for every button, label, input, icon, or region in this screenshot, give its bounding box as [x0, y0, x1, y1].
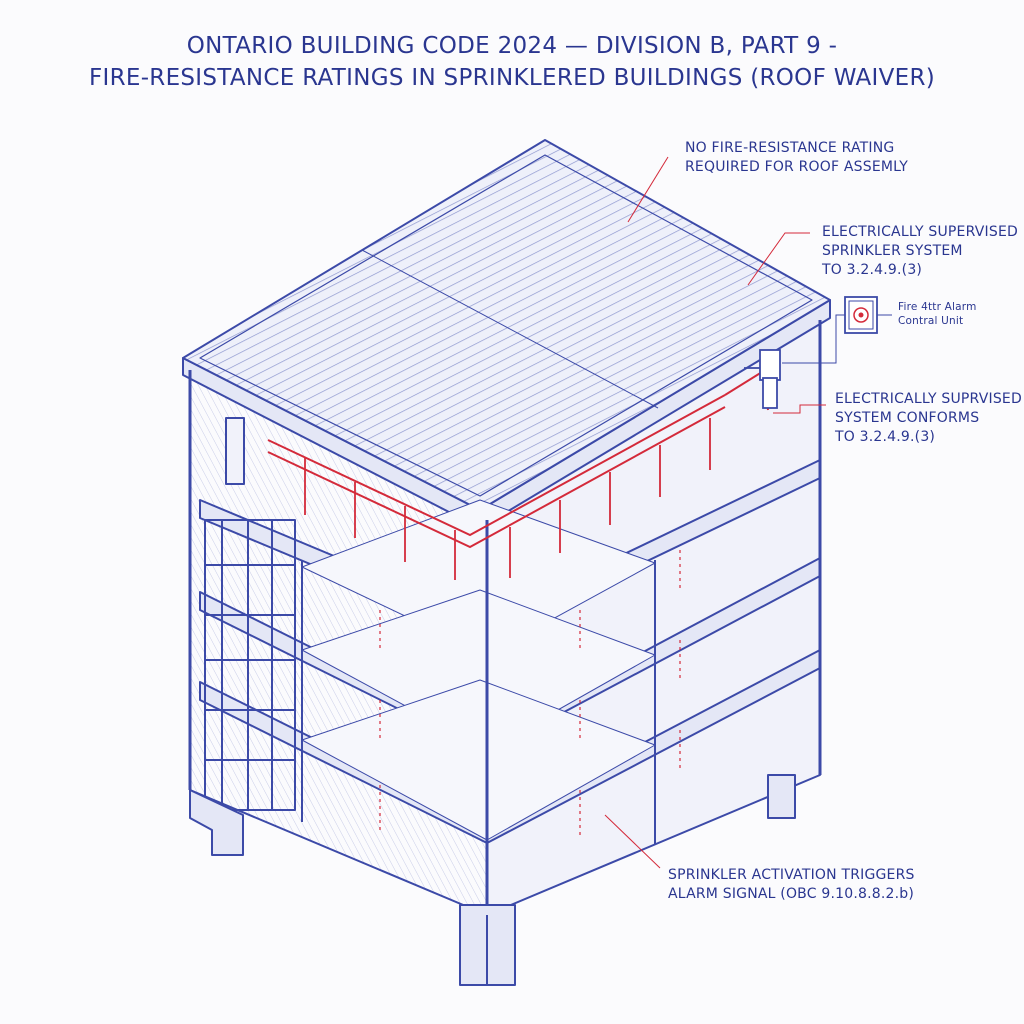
window-grid	[204, 519, 296, 811]
roof-annotation-line-2: REQUIRED FOR ROOF ASSEMLY	[685, 159, 909, 175]
sprinkler-system-line-3: TO 3.2.4.9.(3)	[822, 262, 923, 278]
roof-assembly	[182, 139, 831, 511]
riser-valve-assembly	[744, 349, 781, 409]
roof-annotation-line-1: NO FIRE-RESISTANCE RATING	[685, 140, 895, 156]
leader-lines	[604, 156, 892, 869]
system-conforms-line-3: TO 3.2.4.9.(3)	[835, 429, 936, 445]
activation-line-2: ALARM SIGNAL (OBC 9.10.8.8.2.b)	[668, 886, 915, 902]
diagram-title: ONTARIO BUILDING CODE 2024 — DIVISION B,…	[0, 30, 1024, 94]
footing-left	[189, 789, 244, 856]
alarm-unit-label: Fire 4ttr Alarm Contral Unit	[898, 300, 977, 328]
title-line-1: ONTARIO BUILDING CODE 2024 — DIVISION B,…	[186, 33, 838, 59]
sprinkler-piping	[267, 371, 769, 835]
system-conforms-line-2: SYSTEM CONFORMS	[835, 410, 980, 426]
footing-right	[767, 774, 796, 819]
sprinkler-system-annotation: ELECTRICALLY SUPERVISED SPRINKLER SYSTEM…	[822, 223, 1018, 280]
activation-annotation: SPRINKLER ACTIVATION TRIGGERS ALARM SIGN…	[668, 866, 915, 904]
system-conforms-line-1: ELECTRICALLY SUPRVISED	[835, 391, 1022, 407]
alarm-unit-label-line-1: Fire 4ttr Alarm	[898, 301, 977, 313]
alarm-unit-label-line-2: Contral Unit	[898, 315, 964, 327]
sprinkler-system-line-1: ELECTRICALLY SUPERVISED	[822, 224, 1018, 240]
system-conforms-annotation: ELECTRICALLY SUPRVISED SYSTEM CONFORMS T…	[835, 390, 1022, 447]
activation-line-1: SPRINKLER ACTIVATION TRIGGERS	[668, 867, 915, 883]
title-line-2: FIRE-RESISTANCE RATINGS IN SPRINKLERED B…	[88, 65, 936, 91]
upper-window	[225, 417, 245, 485]
sprinkler-system-line-2: SPRINKLER SYSTEM	[822, 243, 963, 259]
fire-alarm-control-unit	[844, 296, 878, 334]
roof-annotation: NO FIRE-RESISTANCE RATING REQUIRED FOR R…	[685, 139, 908, 177]
